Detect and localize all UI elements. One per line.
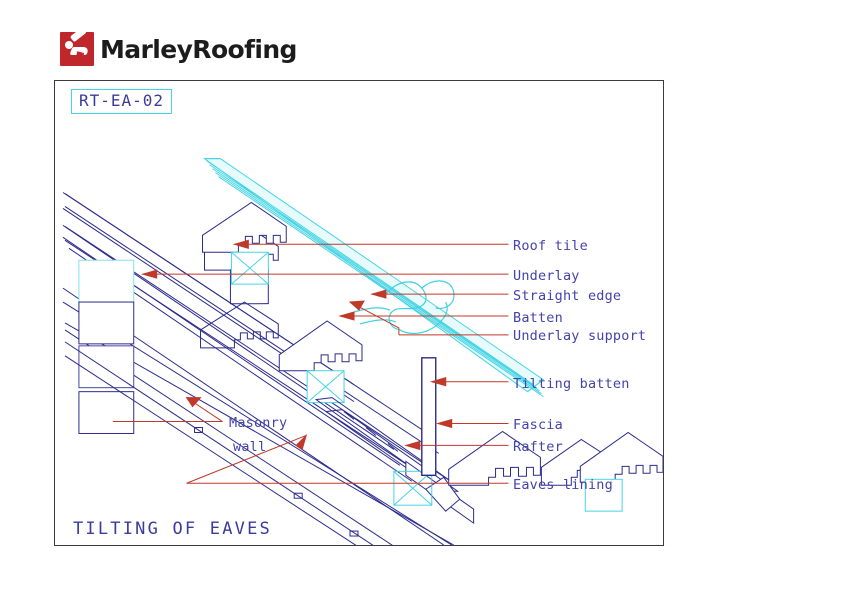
leader-lines [112,239,509,484]
callout-label-eaves-lining: Eaves lining [513,477,613,493]
tile-nib-eaves [448,430,541,486]
batten-square-middle [584,478,623,512]
batten-square-middle-actual [306,370,345,404]
drawing-frame: RT-EA-02 Roof tile Underlay Straight edg… [54,80,664,546]
technical-drawing-canvas [62,158,663,545]
logo-arm-shape [69,32,87,43]
callout-label-rafter: Rafter [513,439,563,455]
fascia-geometry [421,357,437,476]
callout-label-underlay: Underlay [513,268,580,284]
callout-label-underlay-support: Underlay support [513,328,647,344]
straight-edge-geometry [353,280,455,334]
callout-label-masonry-wall-line1: Masonry [229,415,288,431]
tile-nib-middle-actual [278,320,363,372]
drawing-code-text: RT-EA-02 [79,91,165,110]
tilting-batten-geometry [405,460,475,525]
tile-nib-middle [579,431,663,483]
roof-tile-geometry [202,158,545,398]
callout-label-fascia: Fascia [513,417,563,433]
masonry-wall-geometry [78,259,135,434]
callout-label-masonry-wall-line2: wall [233,439,267,455]
marley-figure-icon [60,32,94,66]
batten-square-upper [230,251,269,285]
sheet-title: TILTING OF EAVES [73,519,272,539]
logo-head-shape [65,41,73,49]
callout-label-tilting-batten: Tilting batten [513,376,630,392]
callout-label-batten: Batten [513,310,563,326]
brand-name: MarleyRoofing [100,34,297,64]
logo-notch-shape [74,51,85,63]
drawing-code-badge: RT-EA-02 [71,89,173,114]
brand-header: MarleyRoofing [60,32,297,66]
callout-label-roof-tile: Roof tile [513,238,588,254]
callout-label-straight-edge: Straight edge [513,288,622,304]
tilting-batten-square [393,470,433,506]
